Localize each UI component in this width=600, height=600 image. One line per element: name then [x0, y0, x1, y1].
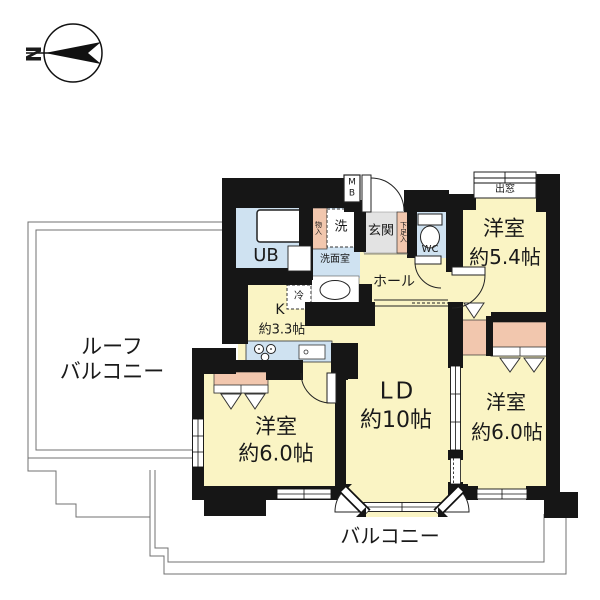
- storage-label: 物入: [314, 221, 323, 235]
- room-floors: [194, 196, 552, 517]
- entrance-door-arc: [370, 177, 405, 212]
- hanger-icon: [244, 393, 266, 410]
- windows: [192, 171, 537, 512]
- ld-floor: [340, 300, 452, 492]
- wall: [536, 174, 560, 212]
- fixtures: [213, 208, 551, 410]
- bay-corner-post: [356, 507, 366, 517]
- wall: [222, 268, 312, 285]
- entrance-label: 玄関: [367, 223, 395, 239]
- fridge-label: 冷: [294, 291, 304, 302]
- entrance-floor: [363, 211, 399, 254]
- wc-door-leaf: [414, 255, 442, 265]
- wall: [266, 368, 303, 380]
- shoe-cabinet-label: 下足入: [399, 221, 408, 243]
- wall: [448, 450, 463, 460]
- doors: [287, 174, 486, 517]
- wall: [546, 208, 560, 494]
- hall-label: ホール: [373, 274, 415, 290]
- wc-door-arc: [414, 261, 442, 289]
- wall: [222, 284, 248, 344]
- stove-dot: [258, 348, 260, 350]
- washroom-label: 洗面室: [320, 254, 350, 265]
- stove-burner-icon: [260, 352, 270, 362]
- room-sw-label: 洋室: [255, 414, 297, 439]
- room-sw-door-leaf: [326, 372, 337, 404]
- compass: [26, 23, 103, 83]
- hanger-icon: [523, 357, 545, 373]
- stove-dot: [270, 348, 272, 350]
- toilet-bowl-icon: [420, 225, 440, 249]
- bay-corner-post: [438, 507, 448, 517]
- wc-label: WC: [421, 244, 439, 255]
- wall: [491, 312, 550, 322]
- wall: [404, 190, 449, 212]
- bay-diagonal-glass: [435, 487, 463, 515]
- room-sw-door-arc: [300, 372, 332, 404]
- room-sw-size-label: 約6.0帖: [238, 441, 314, 466]
- room-ne-door-arc: [451, 274, 486, 309]
- roof-balcony-outline-inner: [35, 229, 224, 451]
- sliding-door: [450, 457, 461, 485]
- wall: [354, 206, 366, 252]
- room-se-floor: [452, 346, 552, 496]
- closet-ne: [458, 319, 489, 356]
- room-se-label: 洋室: [486, 390, 526, 414]
- wall: [446, 196, 463, 272]
- bay-window-label: 出窓: [495, 184, 515, 195]
- washing-machine-icon: [326, 208, 357, 248]
- roof-balcony-label-2: バルコニー: [59, 359, 165, 384]
- unit-bath-label: UB: [253, 245, 279, 266]
- roof-balcony-label-1: ルーフ: [81, 334, 143, 359]
- compass-north-label: N: [21, 45, 45, 63]
- outdoor-outlines: [27, 221, 567, 575]
- wall: [339, 362, 348, 380]
- wall: [448, 302, 463, 368]
- room-ne-label: 洋室: [483, 216, 525, 241]
- bathtub-icon: [256, 209, 306, 243]
- room-se-size-label: 約6.0帖: [471, 420, 543, 444]
- north-arrow-icon: [45, 42, 101, 64]
- meter-box-label-m: M: [348, 177, 356, 188]
- wall: [486, 316, 493, 356]
- roof-balcony-step-outline: [27, 458, 150, 518]
- hanger-icon: [463, 302, 485, 319]
- room-ne-door-leaf: [451, 266, 486, 276]
- room-ne-size-label: 約5.4帖: [469, 245, 541, 269]
- closet-se-front: [490, 346, 551, 357]
- entrance-door-leaf: [361, 174, 372, 213]
- balcony-outline-outer: [149, 470, 567, 575]
- balcony-label: バルコニー: [340, 524, 440, 548]
- toilet-tank-icon: [417, 213, 443, 226]
- wall: [359, 284, 372, 304]
- wall: [446, 194, 476, 210]
- meter-box-label-b: B: [348, 188, 356, 199]
- sink-drain-icon: [303, 349, 309, 355]
- hanger-icon: [220, 393, 242, 410]
- room-ne-floor: [452, 196, 552, 322]
- kitchen-size-label: 約3.3帖: [258, 322, 306, 338]
- walls: [192, 174, 578, 518]
- wall: [305, 302, 375, 326]
- wall: [222, 178, 346, 208]
- washbasin-icon: [319, 280, 351, 300]
- bath-door: [287, 245, 312, 272]
- wall: [222, 196, 236, 284]
- wall: [526, 486, 548, 500]
- kitchen-label: K: [275, 302, 285, 318]
- roof-balcony-outline-outer: [27, 221, 224, 459]
- sink-icon: [298, 344, 326, 360]
- balcony-outline-inner: [154, 470, 545, 563]
- ld-size-label: 約10帖: [360, 408, 432, 433]
- hanger-icon: [499, 357, 521, 373]
- bay-diagonal-glass: [341, 487, 369, 515]
- meter-box: [343, 174, 361, 203]
- washer-label: 洗: [334, 219, 348, 235]
- wall: [335, 376, 346, 492]
- wall: [407, 210, 417, 258]
- ld-label: LD: [379, 378, 417, 405]
- wall: [544, 492, 578, 518]
- wall: [204, 498, 266, 516]
